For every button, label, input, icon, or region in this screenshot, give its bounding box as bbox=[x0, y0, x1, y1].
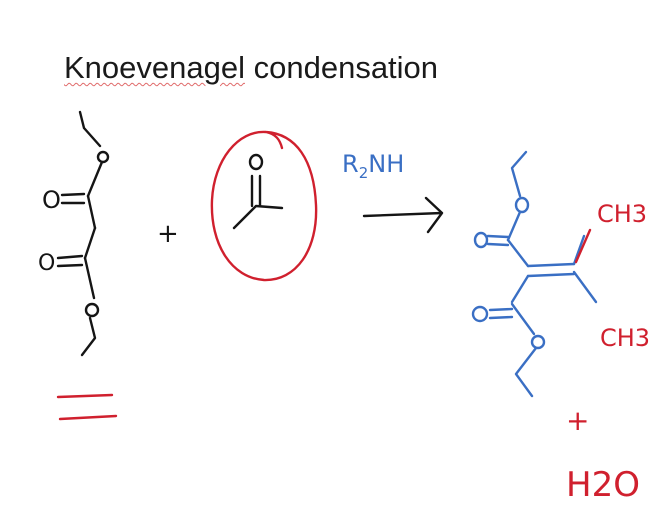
red-methyl-bond-top bbox=[574, 228, 592, 264]
product-bond-alkene-to-carbonyl-bottom bbox=[510, 274, 530, 304]
page-title: Knoevenagel condensation bbox=[64, 50, 438, 86]
water-label: H2O bbox=[566, 465, 640, 505]
product-ester-oxygen-top bbox=[514, 196, 530, 214]
acetone-oxygen bbox=[248, 153, 264, 171]
bond-oxygen-to-carbonyl-top bbox=[86, 160, 104, 198]
product-ester-oxygen-bottom bbox=[530, 334, 546, 350]
ethyl-chain-bottom bbox=[80, 316, 97, 357]
title-word-knoevenagel: Knoevenagel bbox=[64, 50, 245, 85]
product-bond-carbonyl-top-to-alkene bbox=[506, 238, 530, 268]
product-carbonyl-double-bottom bbox=[488, 307, 514, 320]
product-bond-oxygen-carbonyl-top bbox=[506, 210, 522, 242]
acetone-carbonyl-double-bond bbox=[250, 174, 262, 208]
reaction-arrow bbox=[362, 196, 444, 234]
plus-sign-reactants: + bbox=[157, 219, 179, 249]
product-ethyl-top bbox=[510, 150, 528, 198]
plus-sign-products: + bbox=[566, 404, 589, 437]
product-alkene-double-bond bbox=[526, 262, 576, 278]
acetone-methyl-bonds bbox=[232, 204, 284, 230]
acetone bbox=[232, 153, 284, 230]
product-bond-to-methyl-top bbox=[572, 234, 586, 266]
product-carbonyl-oxygen-top bbox=[473, 231, 489, 249]
carbonyl-double-bond-top bbox=[60, 192, 86, 205]
diethyl-malonate bbox=[56, 110, 110, 357]
ester-oxygen-bottom bbox=[84, 302, 100, 318]
product-bond-to-methyl-bottom bbox=[572, 270, 598, 304]
carbonyl-oxygen-label-bottom: O bbox=[38, 251, 55, 276]
red-circle-highlight bbox=[210, 130, 318, 282]
methyl-label-top: CH3 bbox=[597, 200, 647, 228]
product-bond-carbonyl-bottom-to-oxygen bbox=[510, 302, 536, 336]
highlight-underline bbox=[56, 393, 118, 421]
bond-carbonyl-bottom-to-oxygen bbox=[83, 256, 96, 300]
bond-carbonyl-top-to-ch2 bbox=[86, 194, 97, 230]
carbonyl-double-bond-bottom bbox=[56, 254, 84, 268]
ester-oxygen-top bbox=[96, 150, 110, 164]
catalyst-amine-label: R2NH bbox=[342, 150, 404, 182]
bond-ch2-to-carbonyl-bottom bbox=[83, 226, 97, 260]
ethyl-chain-top bbox=[78, 110, 102, 148]
title-word-condensation: condensation bbox=[245, 50, 439, 85]
product-ethyl-bottom bbox=[514, 346, 538, 398]
carbonyl-oxygen-label-top: O bbox=[42, 186, 61, 214]
product-alkylidene-malonate bbox=[471, 150, 598, 398]
product-carbonyl-oxygen-bottom bbox=[471, 305, 489, 323]
methyl-label-bottom: CH3 bbox=[600, 324, 650, 352]
product-carbonyl-double-top bbox=[486, 234, 510, 247]
